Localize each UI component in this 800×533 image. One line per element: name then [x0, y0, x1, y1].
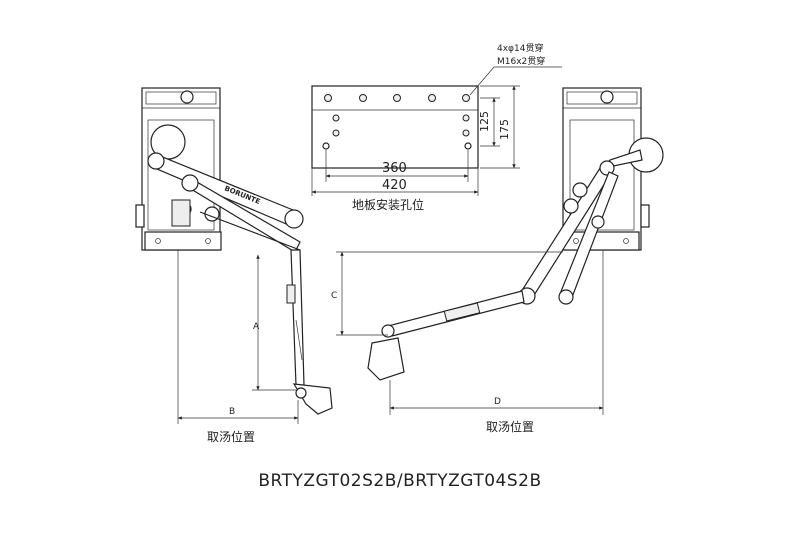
thread-note: M16x2贯穿: [497, 55, 545, 67]
model-title: BRTYZGT02S2B/BRTYZGT04S2B: [258, 471, 542, 491]
dim-125: 125: [478, 111, 491, 132]
right-ladle: [367, 324, 405, 381]
left-lifting-eye: [180, 90, 194, 104]
holes-note: 4xφ14贯穿: [497, 42, 543, 54]
label-c: C: [331, 291, 337, 301]
dim-360: 360: [382, 161, 407, 176]
dim-175: 175: [498, 119, 511, 140]
right-side-bracket: [640, 204, 650, 228]
right-cabinet-door: [569, 119, 635, 231]
left-robot-view: BORUNTE A B 取汤位置: [135, 87, 333, 444]
floor-plate-view: 4xφ14贯穿 M16x2贯穿 125 175 360 420 地板安装孔位: [311, 42, 562, 212]
left-cabinet-base: [144, 231, 222, 251]
right-cabinet-base: [562, 231, 640, 251]
right-joint-3: [591, 215, 605, 229]
left-cabinet-door: [147, 119, 215, 231]
plate-through-holes: [322, 142, 472, 150]
right-caption: 取汤位置: [486, 419, 534, 434]
left-vertical-arm: [286, 249, 305, 386]
label-b: B: [229, 407, 235, 417]
left-upper-arm: [147, 152, 304, 229]
label-d: D: [494, 397, 501, 407]
label-a: A: [253, 322, 260, 332]
left-ladle: [292, 383, 333, 415]
right-lifting-eye: [600, 90, 614, 104]
right-robot-view: C D 取汤位置: [331, 87, 664, 434]
left-joint-1: [181, 174, 199, 192]
plate-caption: 地板安装孔位: [352, 197, 424, 212]
right-forearm: [387, 290, 525, 337]
dim-420: 420: [382, 178, 407, 193]
left-motor-block: [171, 199, 191, 227]
plate-threaded-holes: [324, 94, 470, 137]
left-cabinet-top-panel: [145, 91, 217, 105]
left-caption: 取汤位置: [207, 429, 255, 444]
left-side-bracket: [135, 204, 145, 228]
right-joint-2: [563, 198, 579, 214]
right-joint-1: [572, 182, 588, 198]
